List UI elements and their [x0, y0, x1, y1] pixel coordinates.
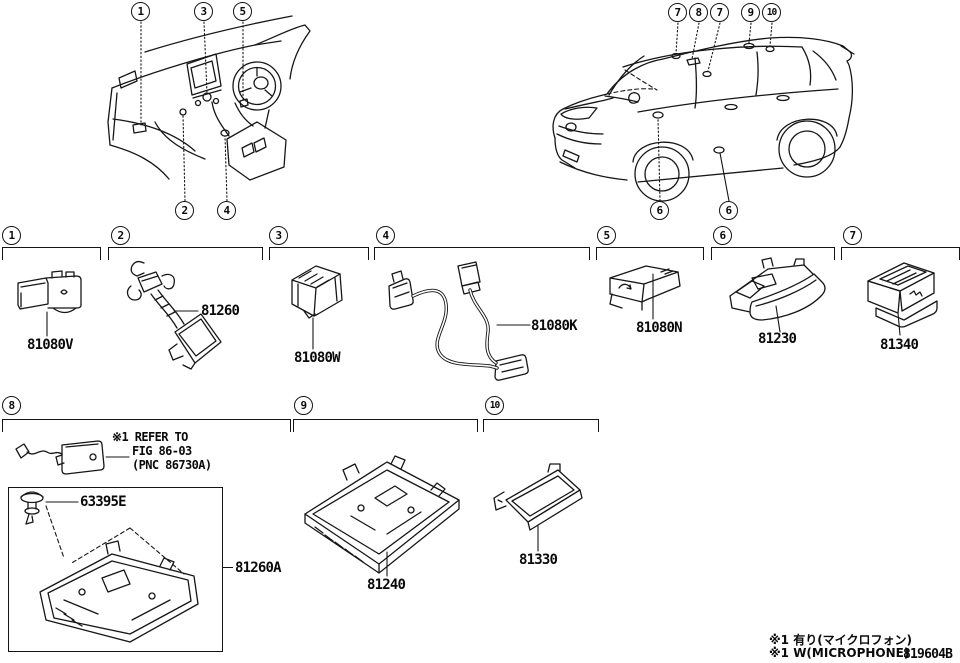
- section-badge-8: 8: [2, 396, 21, 415]
- document-code: 819604B: [903, 647, 953, 662]
- footnote-japanese: ※1 有り(マイクロフォン): [769, 633, 912, 647]
- callout-badge: 9: [741, 3, 760, 22]
- part-number-81080v: 81080V: [27, 337, 74, 353]
- refer-note-line1: ※1 REFER TO: [112, 430, 188, 444]
- callout-badge: 3: [194, 2, 213, 21]
- part-81080n-drawing: [609, 265, 681, 320]
- section-badge-9: 9: [294, 396, 313, 415]
- clip-63395e-drawing: [20, 491, 79, 525]
- microphone-drawing: [15, 440, 130, 475]
- section-badge-7: 7: [843, 226, 862, 245]
- section-badge-10: 10: [485, 396, 504, 415]
- dashboard-illustration: [107, 15, 311, 202]
- part-number-63395e: 63395E: [80, 494, 127, 510]
- callout-badge: 8: [689, 3, 708, 22]
- section-bracket-8: [2, 419, 291, 432]
- callout-badge: 2: [175, 201, 194, 220]
- part-number-81080k: 81080K: [531, 318, 578, 334]
- leader-line-81260a: [222, 567, 233, 568]
- footnote-english: ※1 W(MICROPHONE): [769, 646, 910, 660]
- assembly-frame: [8, 487, 223, 652]
- part-81240-drawing: [304, 455, 460, 577]
- section-badge-4: 4: [376, 226, 395, 245]
- callout-badge: 5: [233, 2, 252, 21]
- vehicle-illustration: [552, 22, 855, 202]
- callout-badge: 6: [650, 201, 669, 220]
- section-bracket-5: [596, 247, 704, 260]
- callout-badge: 7: [668, 3, 687, 22]
- part-81080k-drawing: [388, 261, 531, 381]
- callout-badge: 7: [710, 3, 729, 22]
- section-bracket-6: [711, 247, 835, 260]
- part-number-81330: 81330: [519, 552, 558, 568]
- part-81080v-drawing: [17, 270, 82, 337]
- part-number-81230: 81230: [758, 331, 797, 347]
- callout-badge: 1: [131, 2, 150, 21]
- part-number-81080w: 81080W: [294, 350, 341, 366]
- refer-note-line2: FIG 86-03: [132, 444, 192, 458]
- section-badge-2: 2: [111, 226, 130, 245]
- section-badge-1: 1: [2, 226, 21, 245]
- part-number-81240: 81240: [367, 577, 406, 593]
- section-bracket-10: [483, 419, 599, 432]
- section-badge-5: 5: [597, 226, 616, 245]
- refer-note-line3: (PNC 86730A): [132, 458, 212, 472]
- map-lamp-assembly-drawing: [39, 505, 199, 643]
- part-number-81260: 81260: [201, 303, 240, 319]
- section-bracket-9: [293, 419, 478, 432]
- callout-badge: 10: [762, 3, 781, 22]
- part-81080w-drawing: [291, 265, 343, 350]
- section-bracket-1: [2, 247, 101, 260]
- callout-badge: 4: [217, 201, 236, 220]
- part-81230-drawing: [729, 257, 826, 333]
- section-badge-6: 6: [713, 226, 732, 245]
- part-number-81340: 81340: [880, 337, 919, 353]
- part-81330-drawing: [493, 463, 583, 552]
- section-bracket-3: [269, 247, 369, 260]
- part-number-81080n: 81080N: [636, 320, 683, 336]
- section-bracket-4: [374, 247, 590, 260]
- section-bracket-2: [108, 247, 263, 260]
- part-81340-drawing: [867, 262, 938, 336]
- part-number-81260a: 81260A: [235, 560, 282, 576]
- section-badge-3: 3: [269, 226, 288, 245]
- callout-badge: 6: [719, 201, 738, 220]
- part-81260-drawing: [126, 260, 222, 370]
